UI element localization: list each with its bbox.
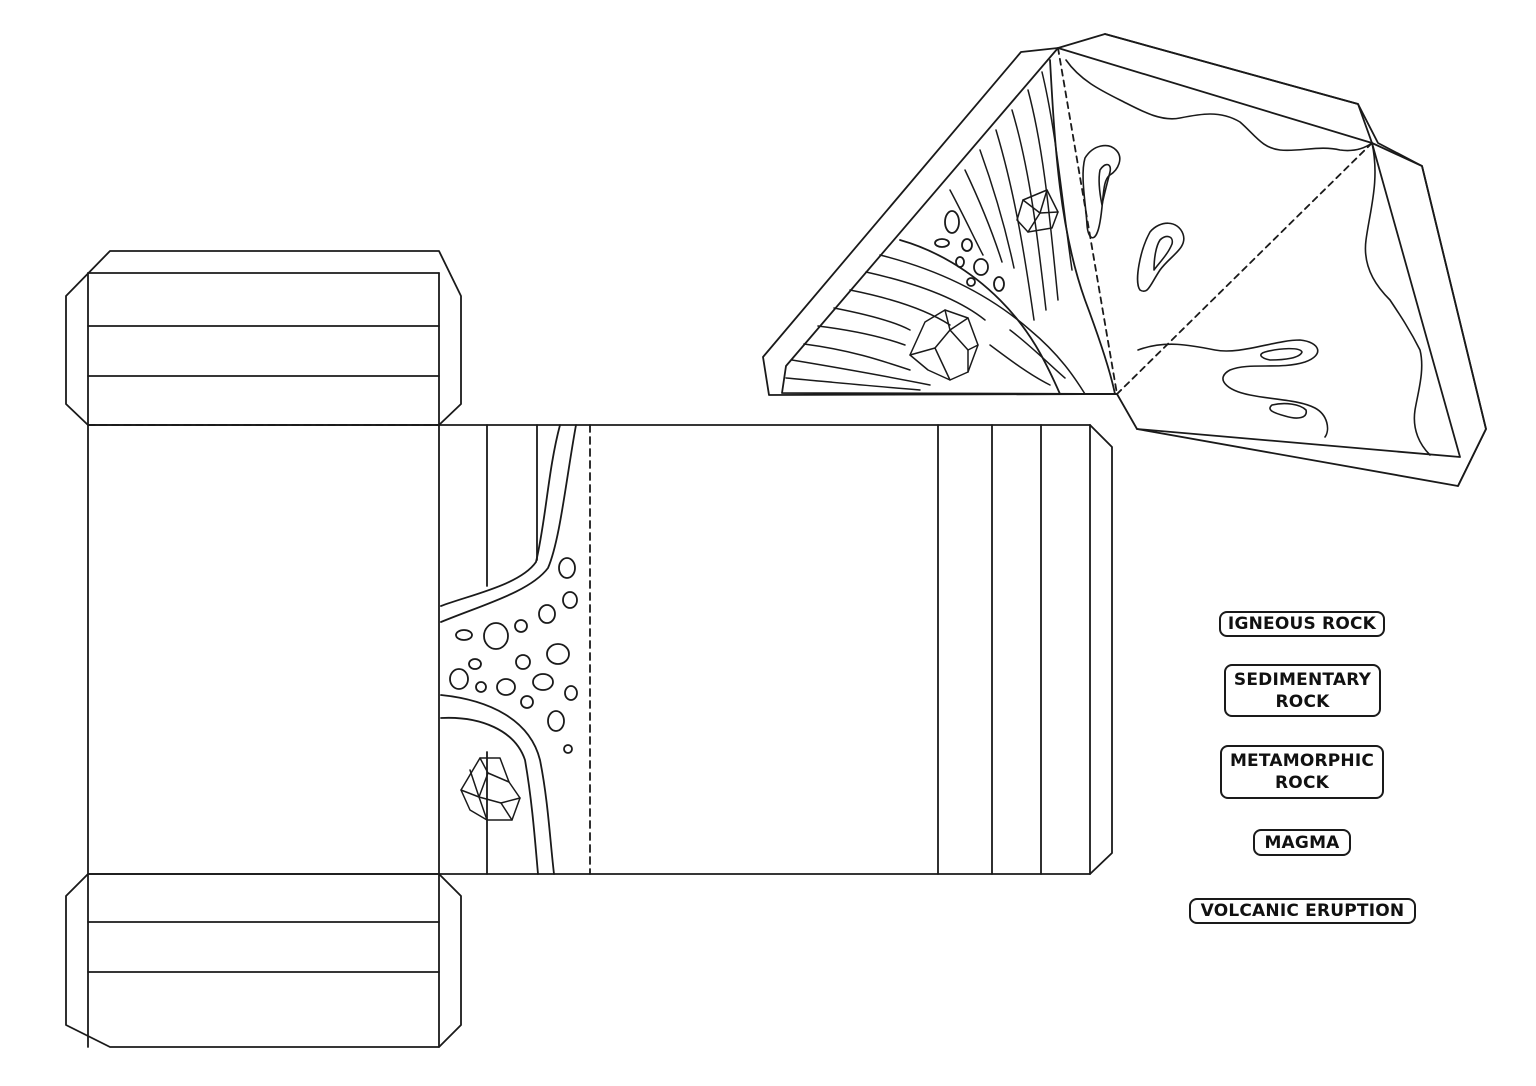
label-sedimentary-rock: SEDIMENTARY ROCK bbox=[1224, 664, 1381, 717]
label-magma-text: MAGMA bbox=[1264, 832, 1340, 853]
label-volcanic-eruption: VOLCANIC ERUPTION bbox=[1189, 898, 1416, 924]
label-metamorphic-rock-line1: METAMORPHIC bbox=[1229, 751, 1375, 771]
label-magma: MAGMA bbox=[1253, 829, 1351, 856]
magma-bubbles bbox=[449, 557, 578, 754]
strata-lines bbox=[785, 71, 1086, 395]
label-metamorphic-rock: METAMORPHIC ROCK bbox=[1220, 745, 1384, 799]
box-net bbox=[65, 250, 1113, 1048]
side-tab bbox=[1089, 424, 1113, 875]
label-igneous-rock: IGNEOUS ROCK bbox=[1219, 611, 1385, 637]
lava-flows bbox=[1065, 59, 1431, 456]
cross-section-strip bbox=[438, 424, 1113, 875]
label-igneous-rock-text: IGNEOUS ROCK bbox=[1227, 614, 1377, 634]
label-volcanic-eruption-text: VOLCANIC ERUPTION bbox=[1200, 901, 1405, 921]
label-sedimentary-rock-line1: SEDIMENTARY bbox=[1233, 669, 1372, 690]
cone-bubbles bbox=[934, 210, 1005, 292]
volcano-cone-piece bbox=[762, 33, 1487, 487]
label-sedimentary-rock-line2: ROCK bbox=[1275, 691, 1330, 712]
cone-crystal-upper bbox=[1016, 189, 1059, 233]
top-flap bbox=[65, 250, 462, 426]
cone-crystal-lower bbox=[909, 309, 979, 381]
left-panel bbox=[87, 424, 440, 875]
label-metamorphic-rock-line2: ROCK bbox=[1275, 773, 1329, 793]
bottom-flap bbox=[65, 873, 462, 1048]
rock-crystal bbox=[460, 757, 521, 821]
